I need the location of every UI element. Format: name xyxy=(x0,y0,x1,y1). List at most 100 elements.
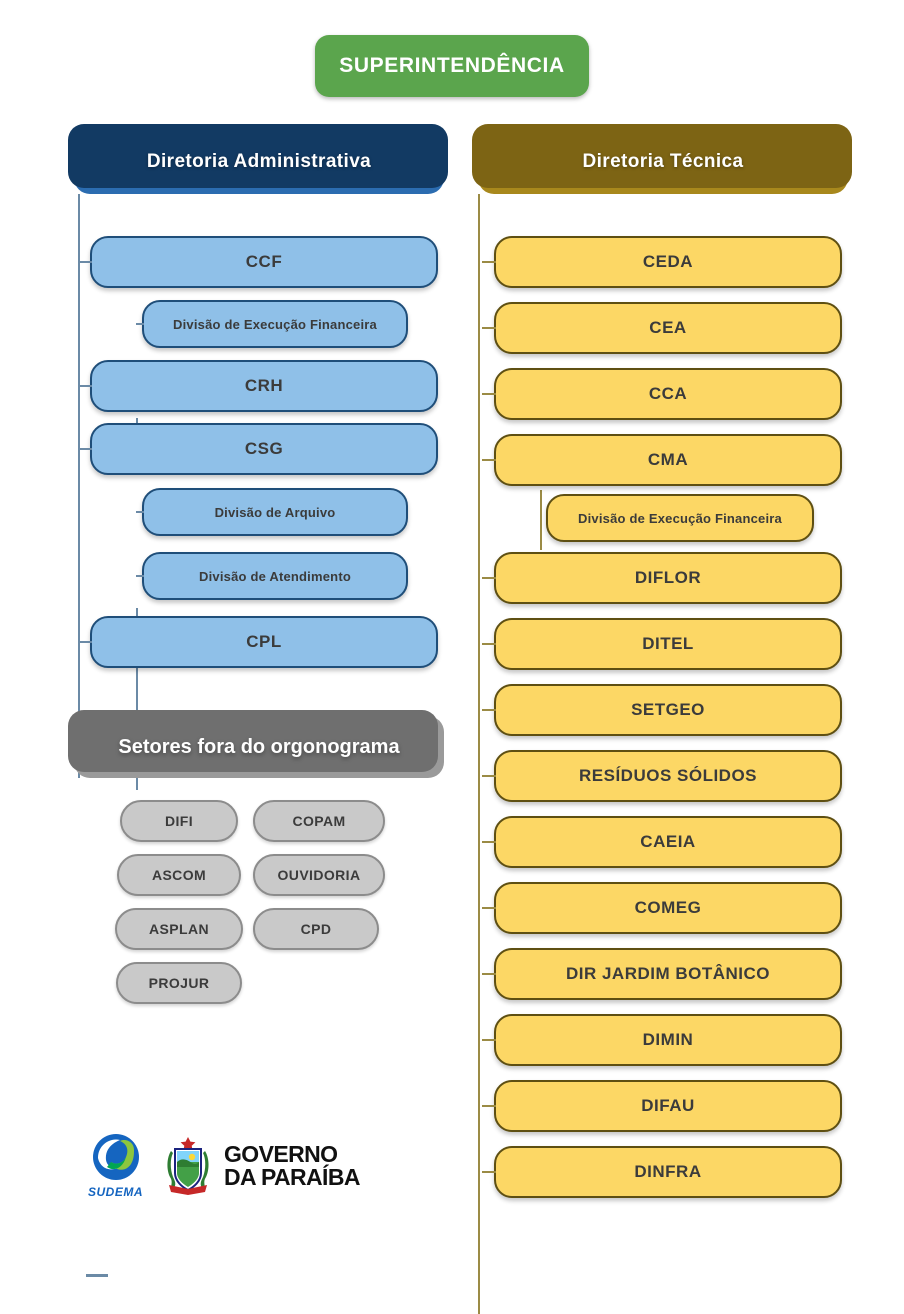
node-label: DIFLOR xyxy=(634,568,702,587)
connector-stub xyxy=(482,841,496,843)
connector-stub xyxy=(482,327,496,329)
node-dimin[interactable]: DIMIN xyxy=(482,1014,842,1066)
administrative-directorate-label: Diretoria Administrativa xyxy=(146,151,372,172)
sudema-logo: SUDEMA xyxy=(88,1132,143,1199)
connector-subtrunk-cma xyxy=(540,490,542,550)
superintendence-label: SUPERINTENDÊNCIA xyxy=(339,54,565,77)
pill-label: PROJUR xyxy=(148,975,210,991)
pill-ouvidoria[interactable]: OUVIDORIA xyxy=(253,854,385,896)
node-label: Divisão de Execução Financeira xyxy=(173,316,377,332)
outside-sectors-label: Setores fora do orgonograma xyxy=(118,735,400,758)
node-label: CSG xyxy=(244,439,284,458)
node-label: Divisão de Execução Financeira xyxy=(578,510,782,526)
node-cpl[interactable]: CPL xyxy=(78,616,438,668)
node-cea[interactable]: CEA xyxy=(482,302,842,354)
node-label: COMEG xyxy=(634,898,702,917)
pill-label: ASPLAN xyxy=(149,921,209,937)
node-csg[interactable]: CSG xyxy=(78,423,438,475)
node-comeg[interactable]: COMEG xyxy=(482,882,842,934)
node-difau[interactable]: DIFAU xyxy=(482,1080,842,1132)
header-shadow xyxy=(68,124,448,188)
pill-copam[interactable]: COPAM xyxy=(253,800,385,842)
connector-stub xyxy=(482,973,496,975)
node-caeia[interactable]: CAEIA xyxy=(482,816,842,868)
pill-label: ASCOM xyxy=(151,867,207,883)
sudema-wordmark: SUDEMA xyxy=(88,1185,144,1199)
connector-stub xyxy=(482,393,496,395)
administrative-directorate-header[interactable]: Diretoria Administrativa xyxy=(68,124,448,194)
connector-trunk-technical xyxy=(478,194,480,1314)
connector-stub xyxy=(482,709,496,711)
node-divisao-de-atendimento[interactable]: Divisão de Atendimento xyxy=(136,552,408,600)
connector-stub xyxy=(136,323,144,325)
node-cca[interactable]: CCA xyxy=(482,368,842,420)
node-ccf[interactable]: CCF xyxy=(78,236,438,288)
paraiba-coat-of-arms-icon xyxy=(167,1136,209,1195)
node-label: CCF xyxy=(245,252,283,271)
node-label: CPL xyxy=(246,632,282,651)
cropped-connector-mark xyxy=(86,1274,108,1277)
node-label: Divisão de Arquivo xyxy=(214,504,336,520)
connector-stub xyxy=(482,775,496,777)
node-diflor[interactable]: DIFLOR xyxy=(482,552,842,604)
connector-subtrunk-csg xyxy=(136,608,138,790)
header-shadow xyxy=(472,124,852,188)
node-divisao-execucao-financeira-tec[interactable]: Divisão de Execução Financeira xyxy=(546,494,814,542)
connector-trunk-administrative xyxy=(78,194,80,778)
node-dir-jardim-botanico[interactable]: DIR JARDIM BOTÂNICO xyxy=(482,948,842,1000)
superintendence-box[interactable]: SUPERINTENDÊNCIA xyxy=(315,35,589,97)
technical-column: Diretoria Técnica CEDA CEA CCA CMA Divis… xyxy=(468,124,852,1314)
connector-stub xyxy=(482,261,496,263)
node-label: CRH xyxy=(244,376,284,395)
pill-label: OUVIDORIA xyxy=(277,867,361,883)
node-label: RESÍDUOS SÓLIDOS xyxy=(578,766,758,785)
connector-stub xyxy=(482,1171,496,1173)
node-label: DINFRA xyxy=(634,1162,702,1181)
node-dinfra[interactable]: DINFRA xyxy=(482,1146,842,1198)
connector-stub xyxy=(482,643,496,645)
node-label: CMA xyxy=(647,450,689,469)
pill-difi[interactable]: DIFI xyxy=(120,800,238,842)
node-ditel[interactable]: DITEL xyxy=(482,618,842,670)
government-wordmark: GOVERNO DA PARAÍBA xyxy=(224,1143,360,1188)
node-ceda[interactable]: CEDA xyxy=(482,236,842,288)
connector-stub xyxy=(78,261,92,263)
node-label: Divisão de Atendimento xyxy=(199,568,351,584)
node-cma[interactable]: CMA xyxy=(482,434,842,486)
technical-directorate-header[interactable]: Diretoria Técnica xyxy=(472,124,852,194)
node-label: CEA xyxy=(649,318,687,337)
node-crh[interactable]: CRH xyxy=(78,360,438,412)
connector-stub xyxy=(78,385,92,387)
node-divisao-de-arquivo[interactable]: Divisão de Arquivo xyxy=(136,488,408,536)
connector-stub xyxy=(482,907,496,909)
connector-stub xyxy=(482,1105,496,1107)
header-shadow xyxy=(68,710,438,772)
pill-asplan[interactable]: ASPLAN xyxy=(115,908,243,950)
node-label: DIFAU xyxy=(641,1096,695,1115)
node-label: CEDA xyxy=(642,252,694,271)
node-label: DIMIN xyxy=(642,1030,694,1049)
node-divisao-execucao-financeira-admin[interactable]: Divisão de Execução Financeira xyxy=(136,300,408,348)
pill-projur[interactable]: PROJUR xyxy=(116,962,242,1004)
node-label: DITEL xyxy=(642,634,694,653)
outside-sectors-section: Setores fora do orgonograma DIFI COPAM A… xyxy=(64,710,444,1004)
node-residuos-solidos[interactable]: RESÍDUOS SÓLIDOS xyxy=(482,750,842,802)
pill-label: CPD xyxy=(300,921,332,937)
pill-ascom[interactable]: ASCOM xyxy=(117,854,241,896)
node-label: CAEIA xyxy=(640,832,696,851)
outside-sectors-header[interactable]: Setores fora do orgonograma xyxy=(68,710,444,778)
government-logo: GOVERNO DA PARAÍBA xyxy=(161,1135,360,1197)
connector-stub xyxy=(482,1039,496,1041)
node-setgeo[interactable]: SETGEO xyxy=(482,684,842,736)
outside-sectors-grid: DIFI COPAM ASCOM OUVIDORIA ASPLAN CPD PR… xyxy=(115,800,444,1004)
pill-cpd[interactable]: CPD xyxy=(253,908,379,950)
node-label: SETGEO xyxy=(631,700,705,719)
technical-directorate-label: Diretoria Técnica xyxy=(582,151,744,172)
connector-stub xyxy=(78,641,92,643)
connector-stub xyxy=(136,575,144,577)
administrative-column: Diretoria Administrativa CCF Divisão de … xyxy=(64,124,448,790)
logo-row: SUDEMA GOVERNO DA PARAÍBA xyxy=(88,1132,360,1199)
government-line-1: GOVERNO xyxy=(224,1140,338,1167)
government-line-2: DA PARAÍBA xyxy=(224,1163,360,1190)
connector-stub xyxy=(482,577,496,579)
